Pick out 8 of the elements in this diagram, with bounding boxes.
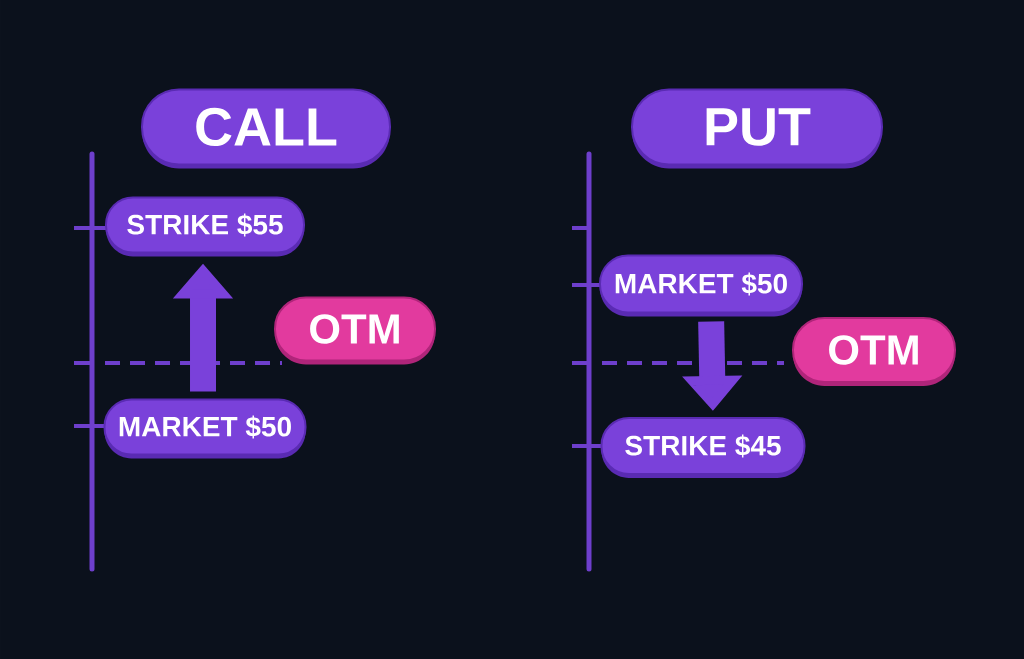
price-tag: MARKET $50 — [599, 254, 803, 317]
price-tag: STRIKE $45 — [600, 417, 806, 478]
title-badge: CALL — [141, 88, 391, 169]
title-badge: PUT — [631, 88, 883, 169]
status-badge: OTM — [274, 296, 436, 365]
price-tag: STRIKE $55 — [105, 196, 305, 257]
price-tag: MARKET $50 — [103, 398, 307, 459]
status-badge: OTM — [792, 317, 956, 386]
